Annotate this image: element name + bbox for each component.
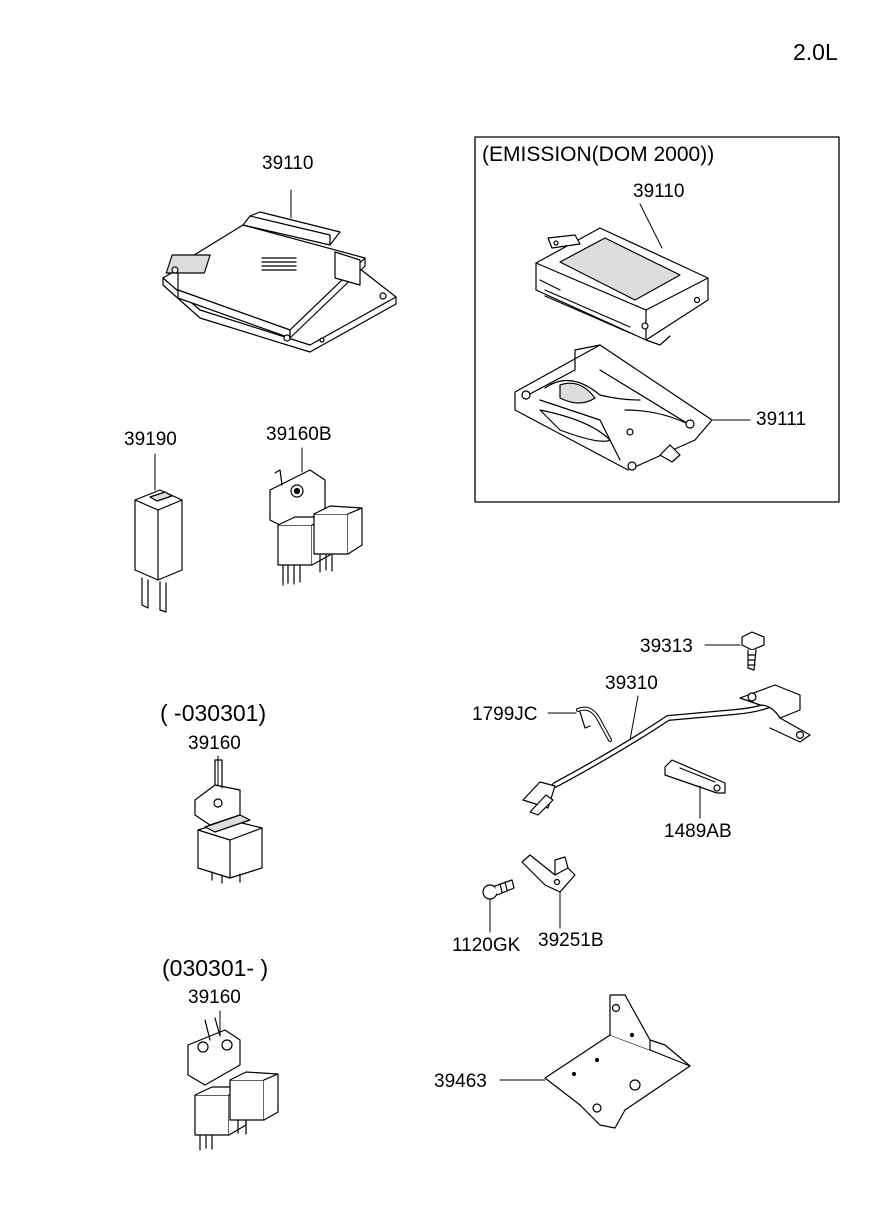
bracket-39463-drawing <box>499 994 691 1129</box>
part-label-39160-early[interactable]: 39160 <box>188 733 241 754</box>
bolt-39313-drawing <box>704 631 765 671</box>
emission-box-title: (EMISSION(DOM 2000)) <box>482 143 715 166</box>
emission-ecu-drawing <box>535 203 709 346</box>
part-label-39251B[interactable]: 39251B <box>538 930 604 951</box>
part-label-39160B[interactable]: 39160B <box>266 424 332 445</box>
relay-39190-drawing <box>134 453 183 613</box>
relay-39160B-drawing <box>269 447 363 586</box>
bolt-1120GK-drawing <box>482 879 515 933</box>
engine-label: 2.0L <box>793 39 838 65</box>
part-label-39110-main[interactable]: 39110 <box>262 153 314 174</box>
part-label-39160-late[interactable]: 39160 <box>188 987 241 1008</box>
date-range-early: ( -030301) <box>160 700 267 726</box>
part-label-39463[interactable]: 39463 <box>434 1071 487 1092</box>
relay-39160-early-drawing <box>194 755 263 884</box>
sensor-39310-drawing <box>522 684 811 816</box>
ecu-unit-drawing <box>162 189 397 353</box>
part-label-39313[interactable]: 39313 <box>640 636 693 657</box>
part-label-39111[interactable]: 39111 <box>756 409 807 430</box>
part-label-39110-emission[interactable]: 39110 <box>633 181 685 202</box>
relay-39160-late-drawing <box>187 1010 279 1151</box>
clip-1799JC-drawing <box>547 706 612 742</box>
part-label-39310[interactable]: 39310 <box>605 673 658 694</box>
clip-1489AB-drawing <box>664 759 726 819</box>
part-label-39190[interactable]: 39190 <box>124 429 177 450</box>
part-label-1120GK[interactable]: 1120GK <box>452 935 521 956</box>
part-label-1489AB[interactable]: 1489AB <box>664 821 732 842</box>
part-label-1799JC[interactable]: 1799JC <box>472 704 538 725</box>
bracket-39251B-drawing <box>521 854 576 929</box>
emission-bracket-drawing <box>514 344 751 471</box>
date-range-late: (030301- ) <box>162 955 269 981</box>
emission-frame <box>474 136 840 503</box>
